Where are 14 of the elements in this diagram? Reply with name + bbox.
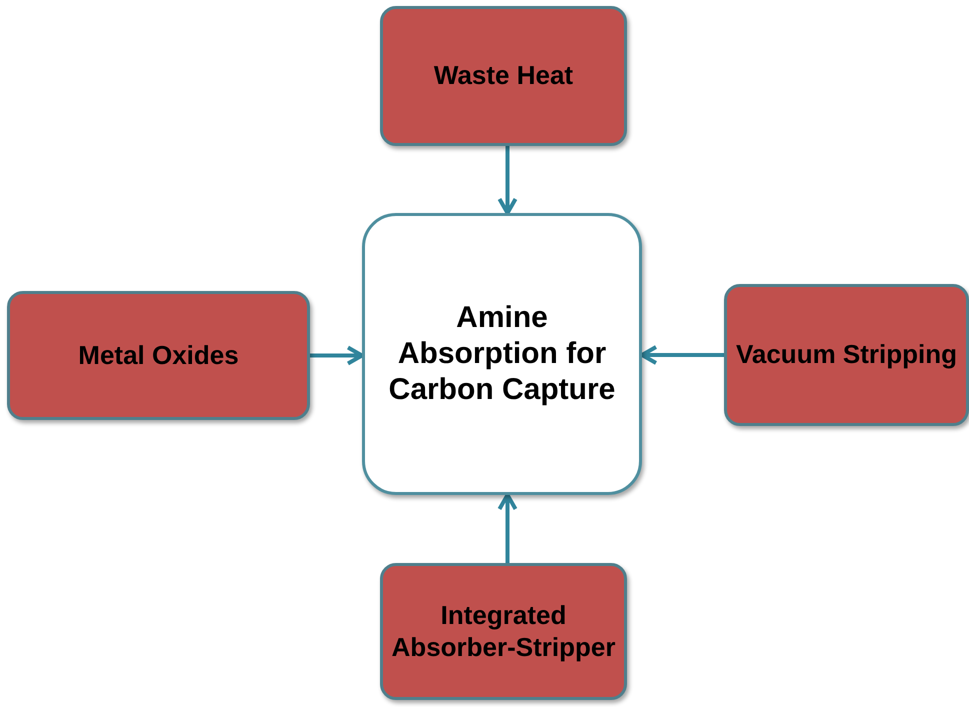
arrow	[498, 493, 518, 563]
arrow	[640, 345, 724, 365]
node-label: Metal Oxides	[77, 340, 240, 372]
node-label: Integrated Absorber-Stripper	[390, 600, 616, 663]
process-box	[724, 284, 969, 426]
arrow	[310, 346, 364, 366]
process-box	[380, 6, 627, 146]
arrow	[498, 146, 518, 215]
node-label: Waste Heat	[432, 60, 574, 92]
node-label: Vacuum Stripping	[734, 339, 958, 371]
central-box	[362, 213, 642, 495]
process-box	[7, 291, 310, 420]
node-label: Amine Absorption for Carbon Capture	[388, 300, 616, 408]
process-box	[380, 563, 627, 700]
